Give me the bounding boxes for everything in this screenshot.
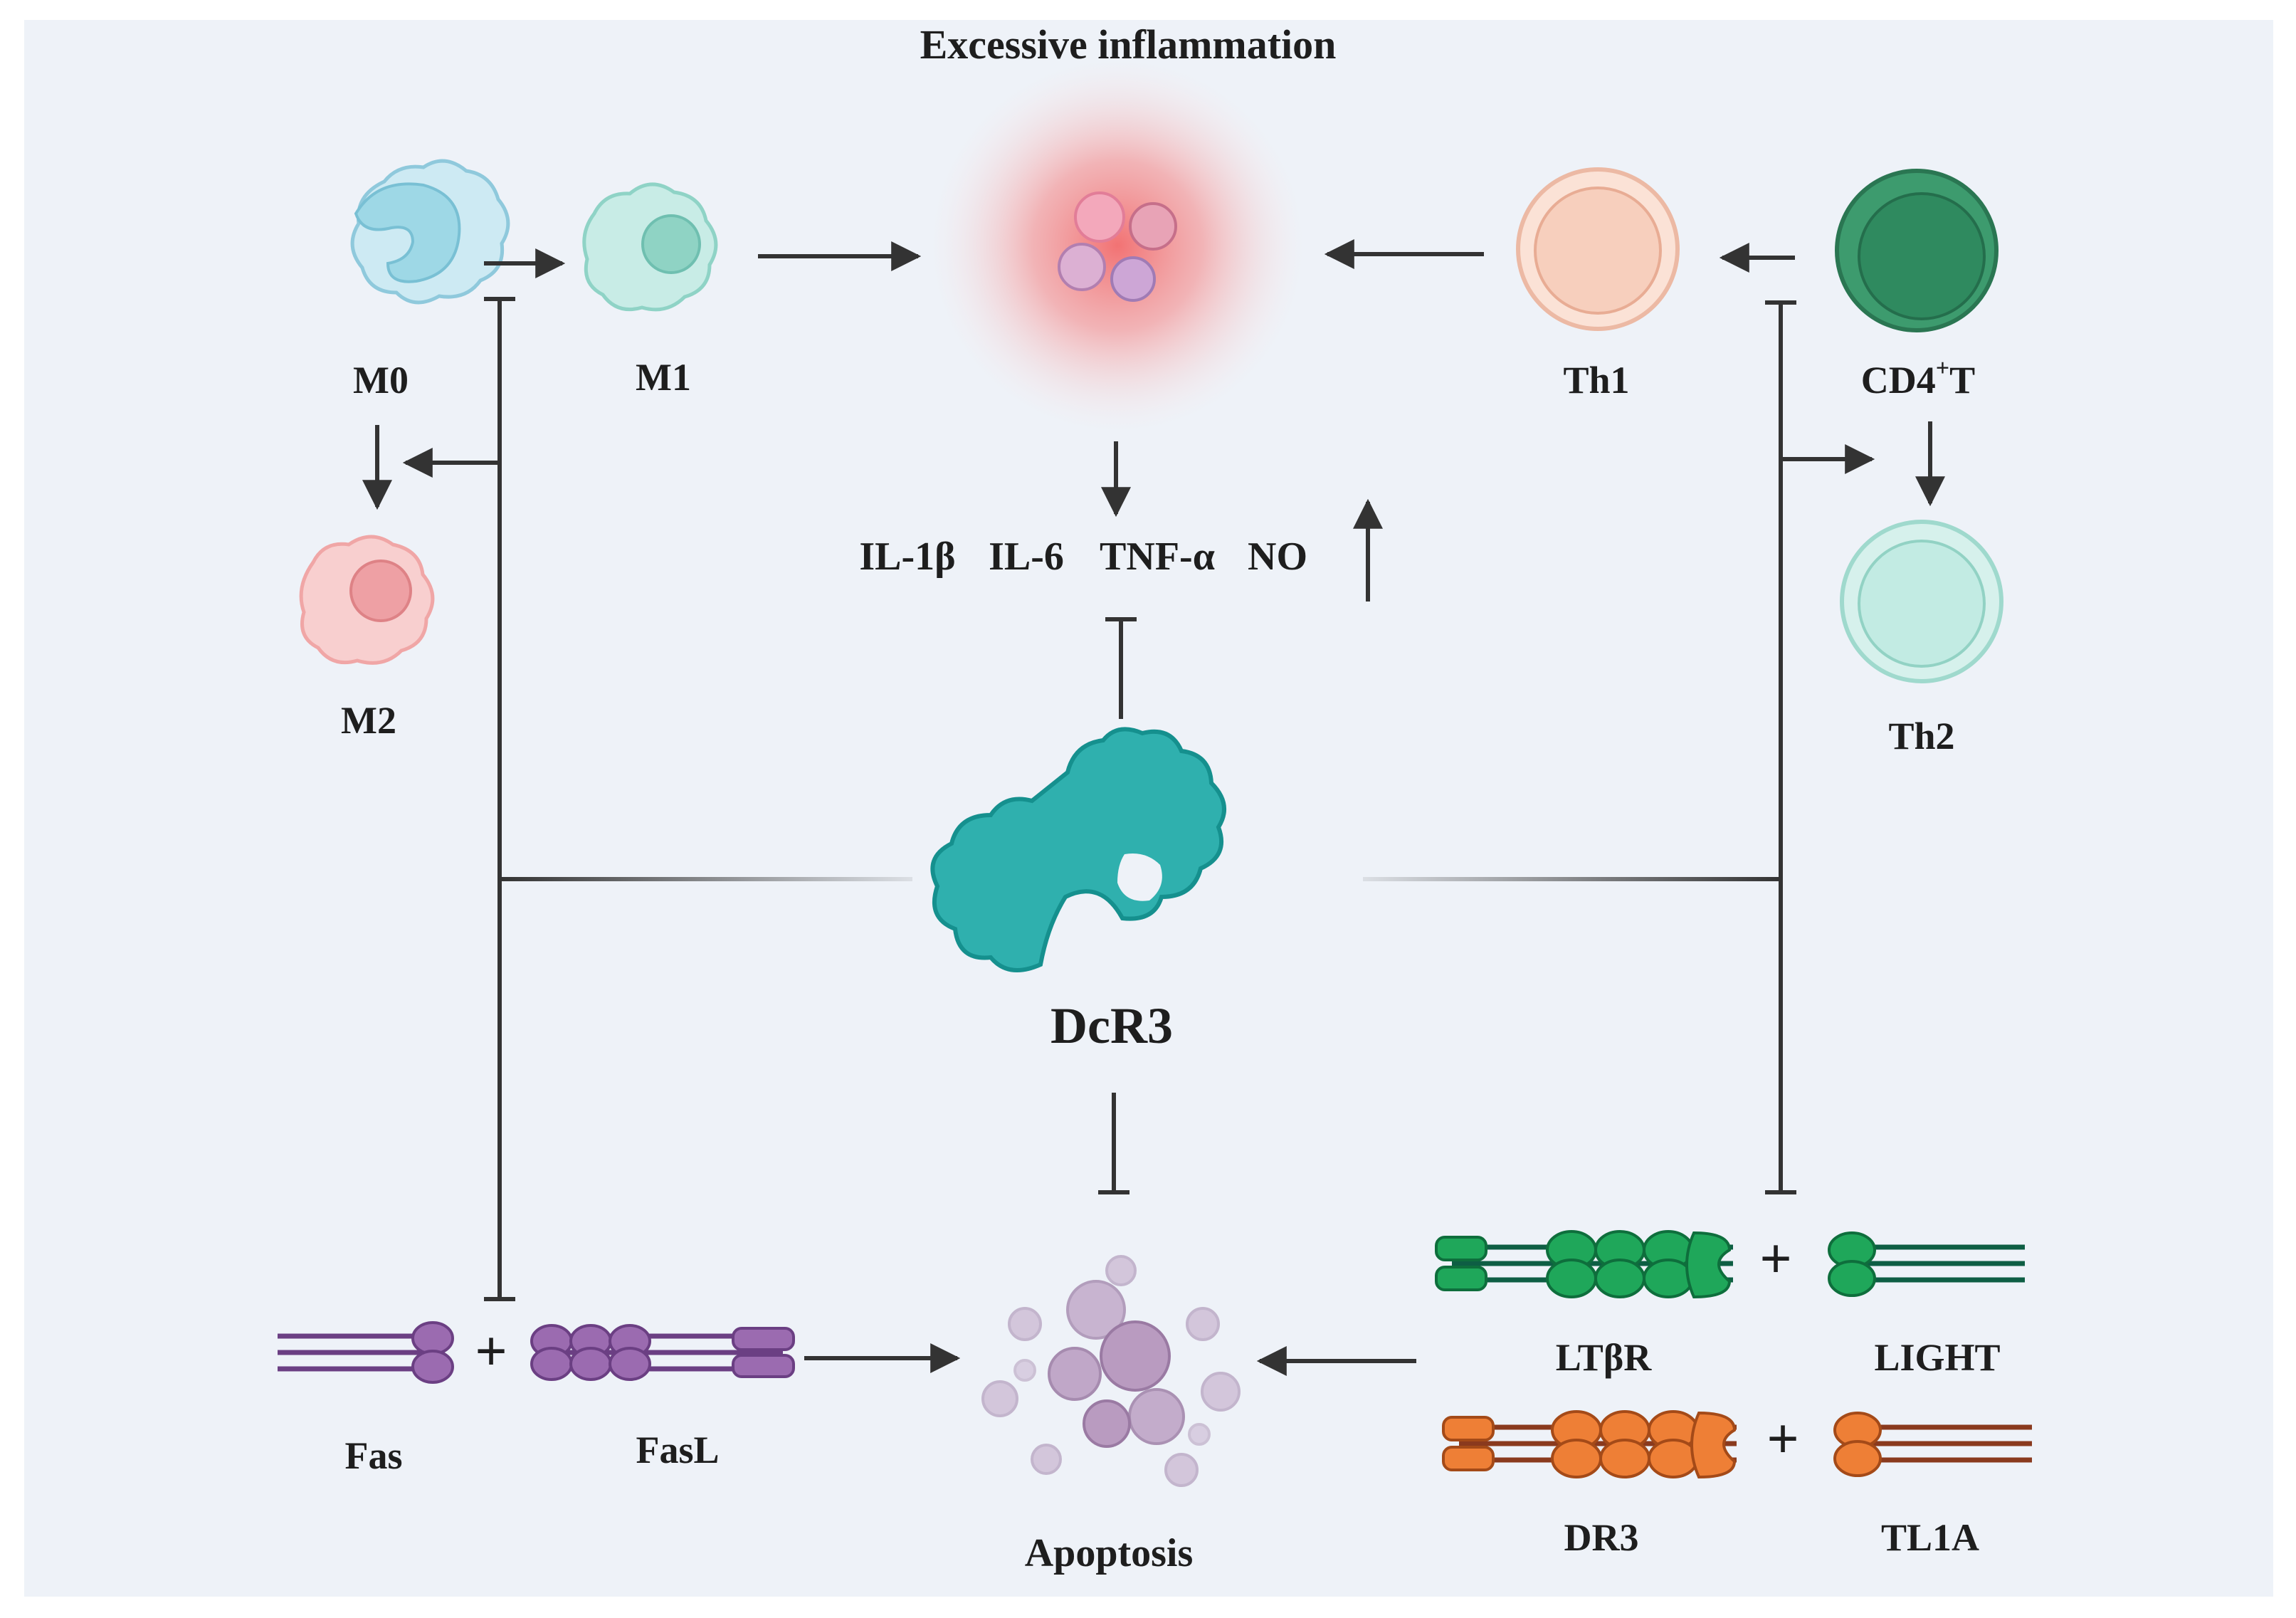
dcr3-label: DcR3 [1050,997,1173,1054]
inflamed-cell-4 [1110,256,1156,302]
cytokine-il1b: IL-1β [859,535,955,579]
dr3-tl1a-plus-sign: + [1766,1408,1799,1471]
ltbr-light-plus-sign: + [1759,1228,1792,1291]
m0-label: M0 [353,359,409,401]
inflammation-focus [929,57,1306,434]
pathway-connectors [362,239,1945,1376]
inflamed-cell-3 [1058,243,1106,291]
apoptosis-label: Apoptosis [1025,1531,1194,1575]
inflamed-cell-2 [1129,202,1177,251]
cd4t-label-main: CD4 [1861,359,1936,401]
fas-label: Fas [345,1434,403,1477]
light-ligand-icon [1828,1231,2025,1297]
cytokine-no: NO [1248,535,1307,579]
cd4t-label-suffix: T [1949,359,1975,401]
fas-fasl-plus-sign: + [475,1320,507,1383]
dr3-label: DR3 [1564,1516,1639,1559]
tl1a-label: TL1A [1881,1516,1979,1559]
ltbr-receptor-icon [1435,1230,1733,1299]
m2-macrophage-icon [299,535,435,665]
cytokine-il6: IL-6 [989,535,1064,579]
inflamed-cell-1 [1074,191,1125,243]
th1-cell-icon [1516,167,1680,331]
fas-receptor-icon [278,1321,454,1384]
m1-macrophage-icon [582,182,718,312]
cd4t-cell-icon [1835,169,1999,332]
th2-cell-icon [1840,520,2003,683]
connector-dcr3-right [1363,877,1781,881]
fasl-label: FasL [636,1429,719,1471]
light-label: LIGHT [1874,1336,2000,1379]
m2-label: M2 [341,699,396,742]
cytokine-tnfa: TNF-α [1100,535,1215,579]
fasl-ligand-icon [530,1324,795,1381]
cytokine-list: IL-1β IL-6 TNF-α NO [859,535,1307,579]
dr3-receptor-icon [1442,1410,1737,1479]
title-excessive-inflammation: Excessive inflammation [920,21,1337,68]
tl1a-ligand-icon [1833,1412,2032,1477]
cd4t-label: CD4+T [1861,355,1975,401]
cd4t-label-sup: + [1936,355,1949,382]
dcr3-protein-icon [930,727,1226,972]
m0-macrophage-icon [350,159,510,305]
m1-label: M1 [636,356,691,399]
apoptotic-cell-icon [981,1255,1241,1487]
th2-label: Th2 [1888,715,1954,757]
connector-dcr3-left [500,877,912,881]
th1-label: Th1 [1563,359,1629,401]
ltbr-label: LTβR [1556,1336,1653,1379]
